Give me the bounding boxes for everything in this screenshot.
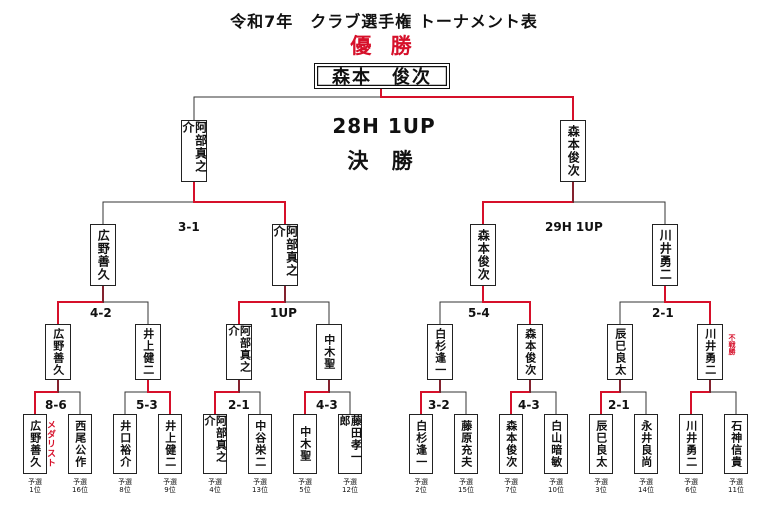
round2-score-2: 5-3 xyxy=(136,398,158,412)
entrant-box: 中谷栄二 xyxy=(248,414,272,474)
r2-line-a-7 xyxy=(690,380,711,414)
quarter-score-3: 5-4 xyxy=(468,306,490,320)
r2-line-b-1 xyxy=(147,380,171,414)
round2-score-3: 2-1 xyxy=(228,398,250,412)
round2-winner-box-3: 阿部真之介 xyxy=(226,324,252,380)
quarter-score-2: 1UP xyxy=(270,306,297,320)
document-title: 令和7年 クラブ選手権 トーナメント表 xyxy=(230,12,538,31)
quarter-winner-box-1: 広野善久 xyxy=(90,224,116,286)
entrant-seed: 予選 16位 xyxy=(72,478,88,494)
entrant-box: 藤原充夫 xyxy=(454,414,478,474)
entrant-box: 白山暗敏 xyxy=(544,414,568,474)
entrant-seed: 予選 4位 xyxy=(208,478,222,494)
round2-winner-box-2: 井上健二 xyxy=(135,324,161,380)
entrant-seed: 予選 10位 xyxy=(548,478,564,494)
quarter-winner-box-2: 阿部真之介 xyxy=(272,224,299,286)
forfeit-note: 不戦勝 xyxy=(728,334,736,355)
quarter-line-b-3 xyxy=(664,286,711,324)
entrant-seed: 予選 2位 xyxy=(414,478,428,494)
entrant-box: 西尾公作 xyxy=(68,414,92,474)
semi-winner-box-right: 森本俊次 xyxy=(560,120,586,182)
entrant-seed: 予選 5位 xyxy=(298,478,312,494)
quarter-line-b-2 xyxy=(482,286,531,324)
r2-line-b-3 xyxy=(328,380,351,414)
r2-line-b-2 xyxy=(238,380,261,414)
entrant-box: 藤田孝一郎 xyxy=(338,414,363,474)
medalist-note: メダリスト xyxy=(45,420,55,468)
quarter-line-b-1 xyxy=(284,286,330,324)
entrant-box: 白杉逢一 xyxy=(409,414,433,474)
final-line-right xyxy=(380,89,574,120)
round2-winner-box-6: 森本俊次 xyxy=(517,324,543,380)
round2-score-5: 3-2 xyxy=(428,398,450,412)
entrant-seed: 予選 13位 xyxy=(252,478,268,494)
entrant-seed: 予選 8位 xyxy=(118,478,132,494)
round2-score-6: 4-3 xyxy=(518,398,540,412)
r2-line-b-0 xyxy=(57,380,81,414)
semi-winner-box-left: 阿部真之介 xyxy=(181,120,208,182)
entrant-box: 石神信貴 xyxy=(724,414,748,474)
semi-line-left-b xyxy=(193,182,286,224)
champion-name-box: 森本 俊次 xyxy=(314,63,450,89)
r2-line-b-6 xyxy=(619,380,647,414)
entrant-seed: 予選 3位 xyxy=(594,478,608,494)
entrant-seed: 予選 11位 xyxy=(728,478,744,494)
entrant-box: 井口裕介 xyxy=(113,414,137,474)
round2-score-7: 2-1 xyxy=(608,398,630,412)
r2-line-b-5 xyxy=(529,380,557,414)
entrant-box: 広野善久 xyxy=(23,414,47,474)
quarter-line-b-0 xyxy=(102,286,149,324)
quarter-winner-box-3: 森本俊次 xyxy=(470,224,496,286)
final-label: 決 勝 xyxy=(347,149,421,173)
quarter-winner-box-4: 川井勇二 xyxy=(652,224,678,286)
round2-winner-box-7: 辰巳良太 xyxy=(607,324,633,380)
entrant-box: 井上健二 xyxy=(158,414,182,474)
entrant-box: 辰巳良太 xyxy=(589,414,613,474)
final-score: 28H 1UP xyxy=(332,114,436,138)
entrant-seed: 予選 14位 xyxy=(638,478,654,494)
semi-line-right-a xyxy=(482,182,574,224)
entrant-seed: 予選 6位 xyxy=(684,478,698,494)
r2-line-b-7 xyxy=(709,380,737,414)
semi-line-right-b xyxy=(572,182,666,224)
entrant-box: 森本俊次 xyxy=(499,414,523,474)
entrant-seed: 予選 15位 xyxy=(458,478,474,494)
quarter-score-4: 2-1 xyxy=(652,306,674,320)
entrant-box: 川井勇二 xyxy=(679,414,703,474)
entrant-seed: 予選 7位 xyxy=(504,478,518,494)
round2-score-4: 4-3 xyxy=(316,398,338,412)
round2-winner-box-1: 広野善久 xyxy=(45,324,71,380)
round2-score-1: 8-6 xyxy=(45,398,67,412)
semi-score-left: 3-1 xyxy=(178,220,200,234)
round2-winner-box-8: 川井勇二 xyxy=(697,324,723,380)
entrant-seed: 予選 9位 xyxy=(163,478,177,494)
semi-line-left-a xyxy=(102,182,195,224)
semi-score-right: 29H 1UP xyxy=(545,220,603,234)
round2-winner-box-5: 白杉逢一 xyxy=(427,324,453,380)
entrant-box: 阿部真之介 xyxy=(203,414,228,474)
quarter-score-1: 4-2 xyxy=(90,306,112,320)
round2-winner-box-4: 中木聖 xyxy=(316,324,342,380)
entrant-box: 中木聖 xyxy=(293,414,317,474)
entrant-seed: 予選 1位 xyxy=(28,478,42,494)
r2-line-b-4 xyxy=(439,380,467,414)
entrant-seed: 予選 12位 xyxy=(342,478,358,494)
entrant-box: 永井良尚 xyxy=(634,414,658,474)
champion-label: 優 勝 xyxy=(350,34,418,58)
